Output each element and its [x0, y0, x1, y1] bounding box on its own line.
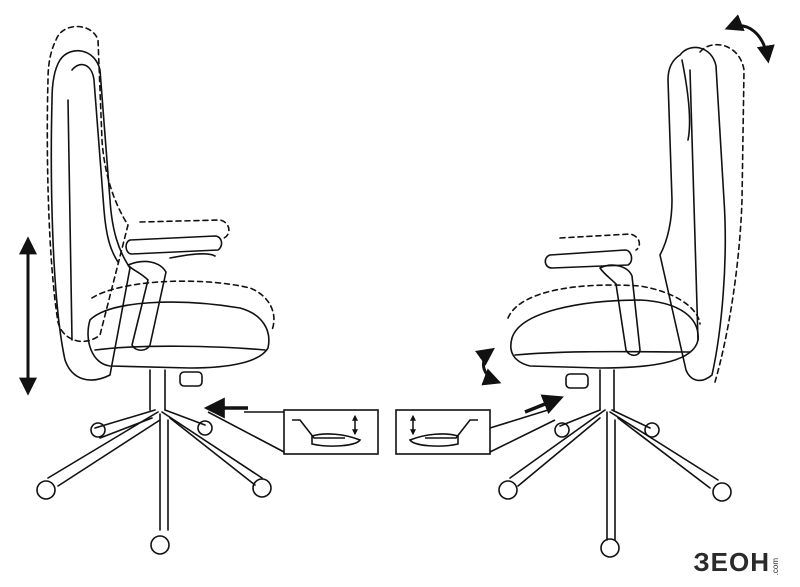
left-seat — [87, 301, 270, 369]
right-base — [509, 409, 719, 541]
right-backrest-dashed — [699, 43, 745, 383]
right-lever-arrow — [524, 394, 564, 414]
seat-tilt-arrow — [475, 347, 502, 386]
right-chair — [498, 43, 745, 558]
left-backrest — [50, 49, 131, 381]
left-chair — [36, 25, 275, 555]
left-base — [47, 409, 263, 531]
backrest-tilt-arrow — [724, 14, 775, 64]
left-backrest-dashed — [46, 25, 129, 343]
right-backrest — [659, 46, 727, 382]
right-lever-callout — [395, 409, 556, 455]
right-seat — [510, 299, 699, 369]
logo-text: ЗЕОН — [693, 547, 770, 577]
logo-domain: .com — [771, 557, 780, 575]
brand-logo: ЗЕОН .com — [693, 549, 780, 575]
left-lever-callout — [207, 409, 379, 455]
